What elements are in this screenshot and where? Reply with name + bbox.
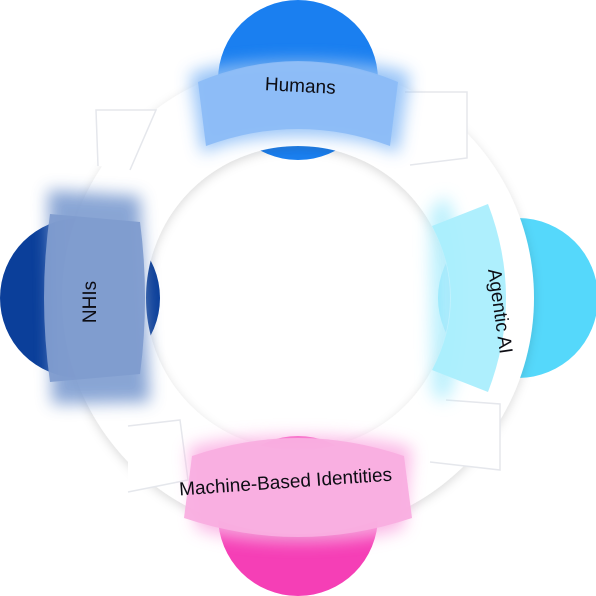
machine-identities-band-core [184, 438, 412, 537]
humans-label: Humans [264, 74, 336, 99]
humans-band-core [198, 61, 398, 146]
nhis-band-core [44, 214, 145, 382]
cycle-ring [62, 62, 535, 534]
agentic-ai-band-core [432, 204, 506, 392]
nhis-label: NHIs [80, 281, 101, 323]
ring-notches [95, 91, 501, 493]
